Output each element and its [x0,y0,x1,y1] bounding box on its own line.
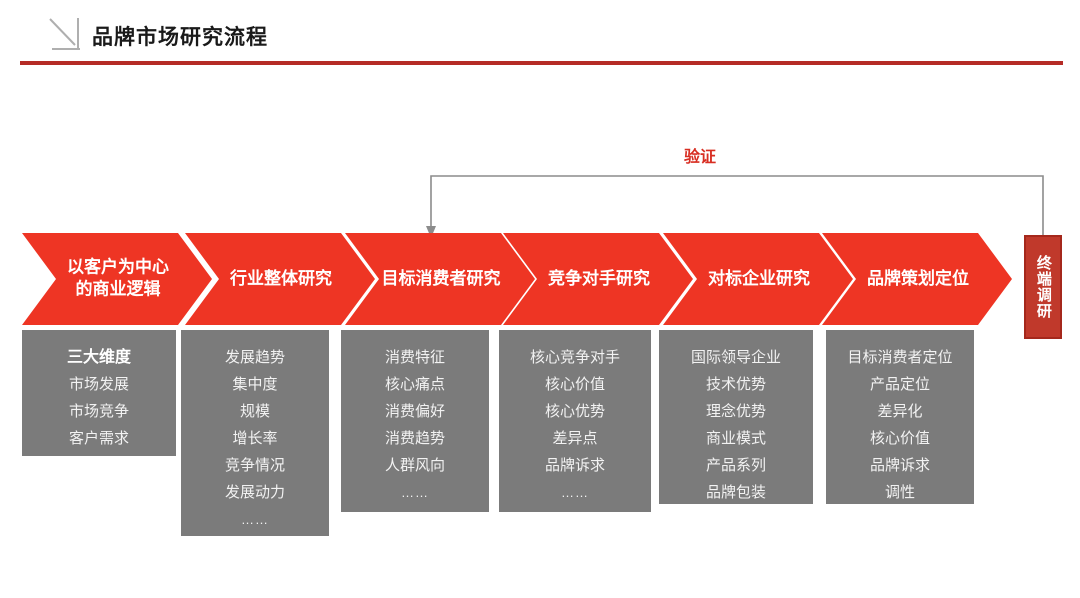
detail-item: 品牌诉求 [544,457,605,474]
page-title: 品牌市场研究流程 [92,26,268,49]
detail-item: 三大维度 [66,349,131,366]
flow-stage-3[interactable]: 目标消费者研究 [345,233,535,325]
stage-chevron-4[interactable]: 竞争对手研究 [503,233,693,325]
detail-item: 竞争情况 [224,457,285,474]
flow-stage-2[interactable]: 行业整体研究 [185,233,375,325]
diagonal-arrow-icon [48,18,84,52]
detail-item: 调性 [884,484,915,501]
detail-item: 品牌诉求 [869,457,930,474]
detail-item: 理念优势 [705,403,766,420]
detail-item: 发展动力 [224,484,285,501]
stage-chevron-1[interactable]: 以客户为中心 的商业逻辑 [22,233,212,325]
detail-item: 目标消费者定位 [847,349,953,366]
detail-item: 消费趋势 [384,430,445,447]
flow-stage-4[interactable]: 竞争对手研究 [503,233,693,325]
detail-item: 核心痛点 [384,376,445,393]
detail-item: …… [561,485,589,500]
detail-item: 市场发展 [68,376,129,393]
detail-item: 商业模式 [705,430,766,447]
detail-item: 集中度 [232,376,278,393]
flow-stage-1[interactable]: 以客户为中心 的商业逻辑 [22,233,212,325]
stage-title-6: 品牌策划定位 [867,268,969,288]
detail-item: …… [401,485,429,500]
validation-label: 验证 [684,149,717,166]
detail-item: 差异点 [552,430,598,447]
detail-item: 国际领导企业 [690,349,781,366]
detail-item: 增长率 [232,430,278,447]
detail-item: 人群风向 [384,457,445,474]
detail-item: 产品系列 [705,457,766,474]
stage-details-4: 核心竞争对手 核心价值 核心优势 差异点 品牌诉求 …… [499,330,651,512]
stage-title-1: 以客户为中心 的商业逻辑 [67,257,169,299]
detail-item: 核心竞争对手 [529,349,620,366]
terminal-research-label: 终端调研 [1034,255,1052,319]
stage-title-4: 竞争对手研究 [548,268,650,288]
stage-chevron-6[interactable]: 品牌策划定位 [822,233,1012,325]
stage-details-6: 目标消费者定位 产品定位 差异化 核心价值 品牌诉求 调性 [826,330,974,504]
stage-title-3: 目标消费者研究 [381,268,501,288]
detail-item: 市场竞争 [68,403,129,420]
detail-item: …… [241,512,269,527]
page-header: 品牌市场研究流程 [0,0,1080,68]
header-divider [20,61,1063,65]
stage-title-5: 对标企业研究 [708,268,810,288]
terminal-research-box[interactable]: 终端调研 [1024,235,1062,339]
detail-item: 核心优势 [544,403,605,420]
detail-item: 发展趋势 [224,349,285,366]
detail-item: 核心价值 [869,430,930,447]
stage-details-5: 国际领导企业 技术优势 理念优势 商业模式 产品系列 品牌包装 [659,330,813,504]
detail-item: 消费特征 [384,349,445,366]
detail-item: 规模 [239,403,270,420]
detail-item: 消费偏好 [384,403,445,420]
stage-details-3: 消费特征 核心痛点 消费偏好 消费趋势 人群风向 …… [341,330,489,512]
flow-stage-5[interactable]: 对标企业研究 [663,233,853,325]
detail-item: 差异化 [877,403,923,420]
detail-item: 技术优势 [705,376,766,393]
flow-stage-6[interactable]: 品牌策划定位 [822,233,1012,325]
detail-item: 客户需求 [68,430,129,447]
stage-details-1: 三大维度 市场发展 市场竞争 客户需求 [22,330,176,456]
stage-title-2: 行业整体研究 [230,268,332,288]
detail-item: 核心价值 [544,376,605,393]
detail-item: 品牌包装 [705,484,766,501]
stage-details-2: 发展趋势 集中度 规模 增长率 竞争情况 发展动力 …… [181,330,329,536]
detail-item: 产品定位 [869,376,930,393]
